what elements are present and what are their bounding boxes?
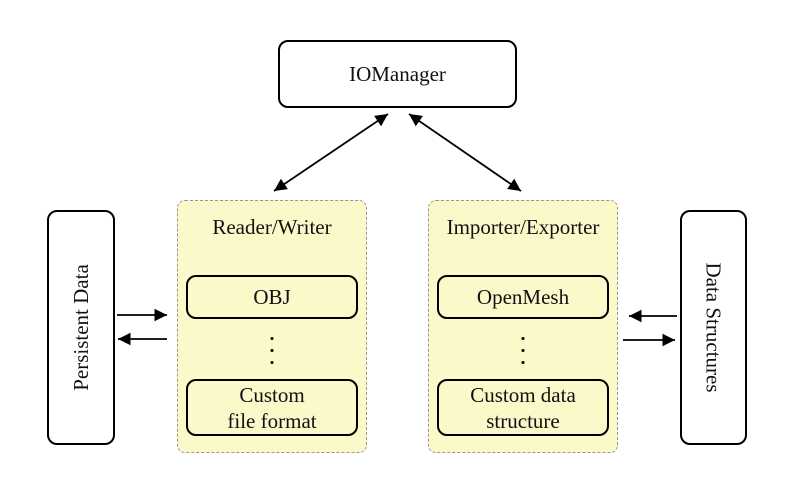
vertical-ellipsis-icon (270, 337, 274, 364)
node-custom-data-structure: Custom data structure (437, 379, 609, 436)
node-data-structures-label: Data Structures (702, 262, 727, 393)
group-importer-exporter: Importer/Exporter OpenMesh Custom data s… (428, 200, 618, 453)
node-custom-data-structure-line2: structure (486, 408, 560, 433)
group-importer-exporter-label: Importer/Exporter (446, 215, 600, 239)
group-reader-writer-label: Reader/Writer (212, 215, 332, 239)
node-data-structures: Data Structures (680, 210, 747, 445)
node-custom-file-format: Custom file format (186, 379, 358, 436)
node-obj: OBJ (186, 275, 358, 319)
node-iomanager-label: IOManager (349, 61, 446, 86)
dot (270, 361, 274, 364)
node-obj-label: OBJ (253, 285, 291, 309)
group-reader-writer: Reader/Writer OBJ Custom file format (177, 200, 367, 453)
node-persistent-data: Persistent Data (47, 210, 115, 445)
dot (521, 349, 525, 352)
node-openmesh-label: OpenMesh (476, 285, 570, 309)
vertical-ellipsis-icon (521, 337, 525, 364)
dot (521, 361, 525, 364)
node-custom-file-format-line1: Custom (239, 382, 305, 407)
node-openmesh: OpenMesh (437, 275, 609, 319)
node-custom-file-format-line2: file format (227, 408, 317, 433)
node-iomanager: IOManager (278, 40, 517, 108)
node-persistent-data-label: Persistent Data (68, 264, 93, 391)
dot (270, 349, 274, 352)
arrow-iomanager-reader-writer (273, 113, 389, 192)
node-custom-data-structure-line1: Custom data (470, 382, 576, 407)
arrow-iomanager-importer-exporter (408, 113, 522, 192)
dot (521, 337, 525, 340)
dot (270, 337, 274, 340)
